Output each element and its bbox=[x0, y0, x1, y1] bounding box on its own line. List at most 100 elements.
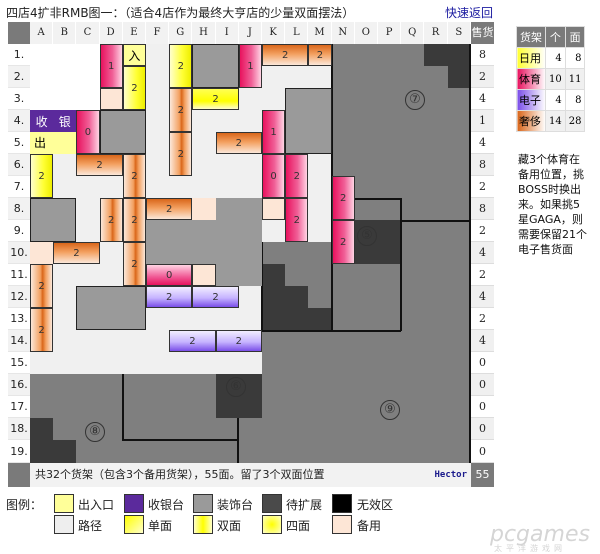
legend-swatch-expansion bbox=[262, 494, 282, 513]
row-sales-count: 2 bbox=[471, 264, 494, 286]
shelf-daily[interactable]: 2 bbox=[169, 44, 193, 88]
shelf-sports[interactable]: 2 bbox=[285, 198, 309, 242]
shelf-sports[interactable]: 2 bbox=[331, 220, 355, 264]
row-label: 13. bbox=[8, 308, 30, 330]
shelf-luxury[interactable]: 2 bbox=[122, 242, 146, 286]
shelf-sports[interactable]: 2 bbox=[285, 154, 309, 198]
decoration-table bbox=[192, 44, 239, 88]
shelf-luxury[interactable]: 2 bbox=[122, 198, 146, 242]
expansion-step bbox=[285, 264, 332, 286]
col-header-p: P bbox=[378, 22, 402, 44]
shelf-luxury[interactable]: 2 bbox=[262, 44, 309, 66]
row-label: 6. bbox=[8, 154, 30, 176]
col-header-s: S bbox=[447, 22, 471, 44]
col-header-g: G bbox=[169, 22, 193, 44]
shelf-daily[interactable]: 2 bbox=[192, 88, 239, 110]
shelf-luxury[interactable]: 2 bbox=[215, 132, 262, 154]
decoration-table bbox=[30, 198, 77, 242]
summary-faces: 8 bbox=[564, 47, 586, 69]
decoration-table bbox=[215, 198, 262, 242]
row-label: 2. bbox=[8, 66, 30, 88]
row-label: 11. bbox=[8, 264, 30, 286]
shelf-sports[interactable]: 2 bbox=[331, 176, 355, 220]
zone-8-label: ⑧ bbox=[85, 422, 105, 442]
shelf-luxury[interactable]: 2 bbox=[169, 132, 193, 176]
legend-swatch-decoration bbox=[193, 494, 213, 513]
row-label: 3. bbox=[8, 88, 30, 110]
shelf-sports[interactable]: 0 bbox=[146, 264, 193, 286]
shelf-sports[interactable]: 1 bbox=[238, 44, 262, 88]
shelf-sports[interactable]: 0 bbox=[76, 110, 100, 154]
shelf-sports[interactable]: 0 bbox=[262, 154, 286, 198]
shelf-luxury[interactable]: 2 bbox=[30, 308, 54, 352]
row-sales-count: 2 bbox=[471, 220, 494, 242]
row-sales-count: 2 bbox=[471, 308, 494, 330]
zone-9-label: ⑨ bbox=[380, 400, 400, 420]
author-credit: Hector bbox=[434, 470, 467, 480]
row-label: 12. bbox=[8, 286, 30, 308]
row-sales-count: 4 bbox=[471, 330, 494, 352]
row-label: 17. bbox=[8, 396, 30, 418]
expansion-step bbox=[308, 286, 332, 308]
decoration-table bbox=[99, 110, 146, 154]
shelf-daily[interactable]: 2 bbox=[30, 154, 54, 198]
shelf-luxury[interactable]: 2 bbox=[53, 242, 100, 264]
col-header-a: A bbox=[30, 22, 54, 44]
row-sales-count: 8 bbox=[471, 44, 494, 66]
shelf-electronics[interactable]: 2 bbox=[215, 330, 262, 352]
row-label: 1. bbox=[8, 44, 30, 66]
summary-category-sports: 体育 bbox=[516, 68, 546, 90]
shelf-luxury[interactable]: 2 bbox=[146, 198, 193, 220]
row-sales-count: 2 bbox=[471, 176, 494, 198]
col-header-f: F bbox=[146, 22, 170, 44]
summary-header-faces: 面 bbox=[564, 26, 586, 48]
col-header-m: M bbox=[308, 22, 332, 44]
shelf-electronics[interactable]: 2 bbox=[192, 286, 239, 308]
row-label: 9. bbox=[8, 220, 30, 242]
cashier-label-1: 收 bbox=[35, 114, 48, 129]
legend-label: 单面 bbox=[148, 519, 173, 533]
watermark-logo: pcgames bbox=[490, 522, 590, 547]
shelf-luxury[interactable]: 2 bbox=[99, 198, 123, 242]
shelf-luxury[interactable]: 2 bbox=[308, 44, 332, 66]
shelf-electronics[interactable]: 2 bbox=[169, 330, 216, 352]
shelf-summary-table: 货架 个 面 日用 4 8 体育 10 11 电子 4 8 奢侈 14 28 bbox=[516, 26, 588, 132]
strategy-note: 藏3个体育在备用位置，挑BOSS时换出来。如果挑5星GAGA，则需要保留21个电… bbox=[518, 153, 587, 256]
decoration-table bbox=[285, 88, 332, 154]
col-header-l: L bbox=[285, 22, 309, 44]
shelf-luxury[interactable]: 2 bbox=[122, 154, 146, 198]
row-label: 5. bbox=[8, 132, 30, 154]
shelf-luxury[interactable]: 2 bbox=[76, 154, 123, 176]
zone-border bbox=[330, 198, 402, 200]
legend-swatch-invalid bbox=[332, 494, 352, 513]
legend: 图例： 出入口 收银台 装饰台 待扩展 无效区 路径 单面 双面 四面 备用 bbox=[0, 492, 520, 550]
col-header-o: O bbox=[354, 22, 378, 44]
spare-slot bbox=[192, 264, 216, 286]
shelf-luxury[interactable]: 2 bbox=[169, 88, 193, 132]
cashier-label-2: 银 bbox=[58, 114, 71, 129]
row-sales-count: 0 bbox=[471, 440, 494, 463]
shelf-electronics[interactable]: 2 bbox=[146, 286, 193, 308]
shelf-sports[interactable]: 1 bbox=[99, 44, 123, 88]
shelf-sports[interactable]: 1 bbox=[262, 110, 286, 154]
legend-swatch-single-face bbox=[124, 515, 144, 534]
col-header-q: Q bbox=[401, 22, 425, 44]
shelf-daily[interactable]: 2 bbox=[122, 66, 146, 110]
total-sales-count: 55 bbox=[471, 463, 494, 487]
col-header-n: N bbox=[331, 22, 355, 44]
zone-border bbox=[261, 242, 263, 331]
zone-5-label: ⑤ bbox=[357, 226, 377, 246]
quick-return-link[interactable]: 快速返回 bbox=[445, 6, 494, 20]
legend-swatch-entrance bbox=[54, 494, 74, 513]
row-label: 19. bbox=[8, 440, 30, 463]
footer-corner bbox=[8, 463, 30, 487]
legend-label: 路径 bbox=[78, 519, 103, 533]
row-label: 4. bbox=[8, 110, 30, 132]
footer-summary: 共32个货架（包含3个备用货架），55面。留了3个双面位置 bbox=[35, 468, 325, 481]
shelf-luxury[interactable]: 2 bbox=[30, 264, 54, 308]
watermark-subtitle: 太平洋游戏网 bbox=[494, 544, 566, 553]
cashier-counter[interactable]: 收 银 bbox=[30, 110, 77, 132]
legend-swatch-double-face bbox=[193, 515, 213, 534]
summary-category-luxury: 奢侈 bbox=[516, 110, 546, 132]
col-header-c: C bbox=[76, 22, 100, 44]
